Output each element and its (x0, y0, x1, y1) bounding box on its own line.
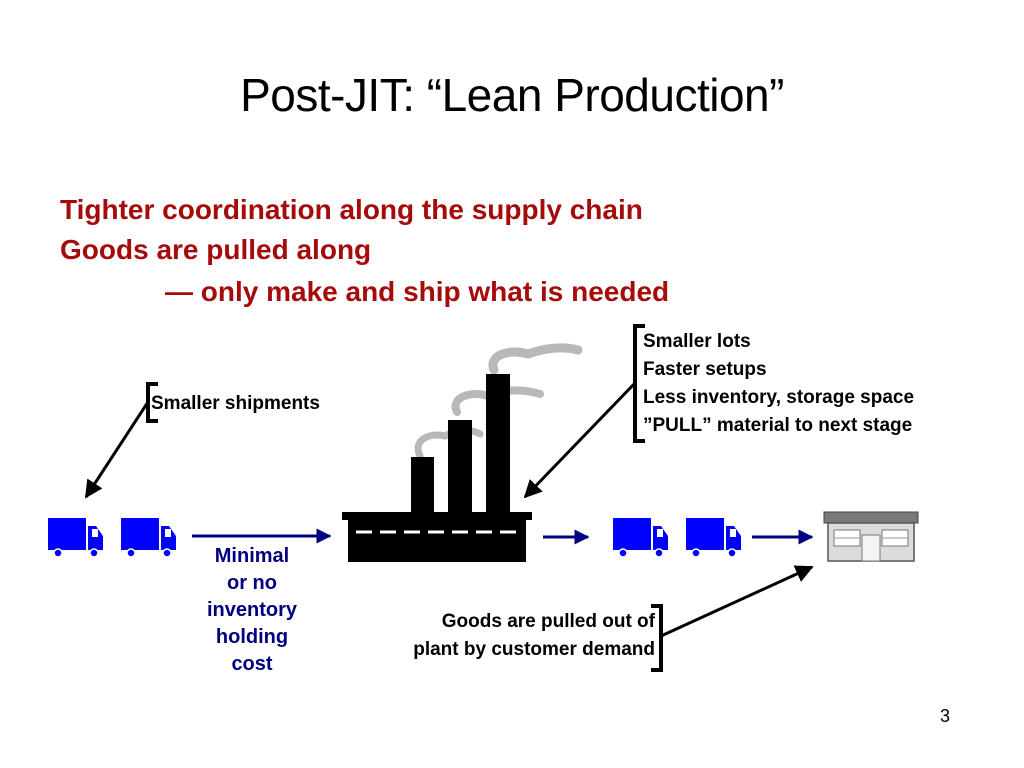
page-number: 3 (940, 706, 951, 726)
plant-note-line: Faster setups (643, 359, 767, 380)
minimal-line: inventory (206, 599, 298, 621)
plant-note-line: ”PULL” material to next stage (643, 415, 913, 436)
truck-icon (47, 517, 104, 558)
bullet-coordination: Tighter coordination along the supply ch… (60, 194, 643, 225)
store-icon (823, 511, 919, 562)
arrow-icon (660, 565, 814, 638)
arrow-icon (84, 401, 150, 499)
truck-icon (612, 517, 669, 558)
demand-line: plant by customer demand (413, 639, 655, 660)
minimal-inventory-label: Minimal or no inventory holding cost (192, 543, 312, 678)
minimal-line: cost (231, 653, 273, 675)
plant-note-line: Smaller lots (643, 331, 751, 352)
arrow-icon (523, 381, 637, 499)
bullet-make-ship-needed: — only make and ship what is needed (165, 276, 670, 307)
bullet-pulled-along: Goods are pulled along (60, 234, 372, 265)
plant-notes: Smaller lots Faster setups Less inventor… (643, 328, 914, 440)
plant-note-line: Less inventory, storage space (643, 387, 915, 408)
minimal-line: Minimal (214, 545, 290, 567)
minimal-line: or no (227, 572, 277, 594)
minimal-line: holding (215, 626, 289, 648)
demand-line: Goods are pulled out of (441, 611, 655, 632)
slide-title: Post-JIT: “Lean Production” (240, 69, 784, 121)
bracket-icon (651, 604, 663, 672)
truck-icon (685, 517, 742, 558)
customer-demand-label: Goods are pulled out of plant by custome… (350, 608, 655, 664)
truck-icon (120, 517, 177, 558)
label-smaller-shipments: Smaller shipments (151, 393, 320, 414)
factory-icon (342, 343, 583, 562)
